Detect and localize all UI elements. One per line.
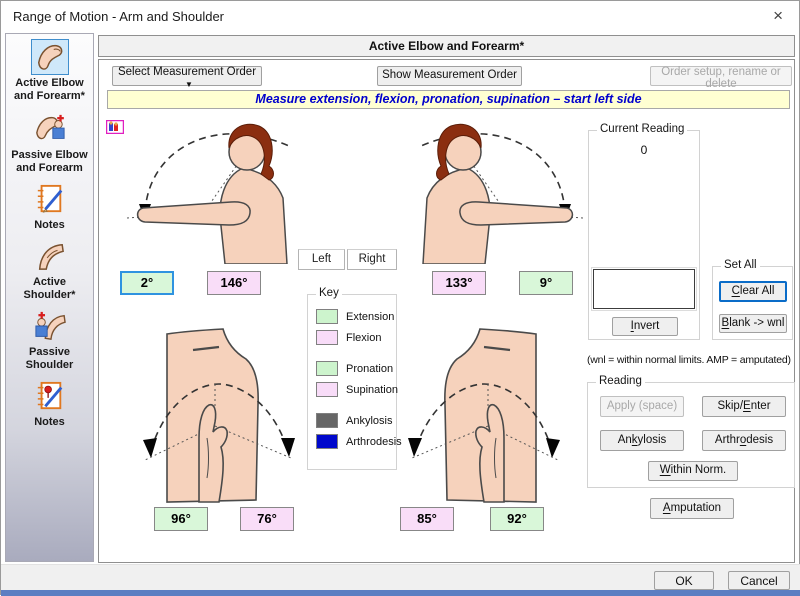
current-reading-title: Current Reading [597, 123, 688, 135]
instruction-banner: Measure extension, flexion, pronation, s… [107, 90, 790, 109]
pronation-swatch [316, 361, 338, 376]
measurement-pronation-right[interactable]: 92° [490, 507, 544, 531]
sidebar-item-notes-elbow[interactable]: Notes [6, 181, 93, 232]
sidebar-item-notes-shoulder[interactable]: Notes [6, 378, 93, 429]
passive-elbow-icon [31, 111, 69, 147]
invert-button[interactable]: Invert [612, 317, 678, 336]
key-item-supination: Supination [316, 382, 398, 397]
sidebar-item-passive-elbow-forearm[interactable]: Passive Elbow and Forearm [6, 111, 93, 175]
close-icon[interactable]: × [773, 6, 783, 25]
sidebar-item-label: Active Elbow and Forearm* [14, 77, 85, 102]
sidebar-item-active-elbow-forearm[interactable]: Active Elbow and Forearm* [6, 39, 93, 103]
measurement-supination-right[interactable]: 85° [400, 507, 454, 531]
key-legend: Key Extension Flexion Pronation Supin [307, 287, 402, 470]
section-title: Active Elbow and Forearm* [98, 35, 795, 57]
measurement-pronation-left[interactable]: 96° [154, 507, 208, 531]
flexion-swatch [316, 330, 338, 345]
tab-right[interactable]: Right [347, 249, 397, 270]
extension-swatch [316, 309, 338, 324]
window-bottom-edge [1, 590, 800, 596]
sidebar-item-label: Notes [34, 415, 65, 428]
measurement-extension-right[interactable]: 9° [519, 271, 573, 295]
ankylosis-swatch [316, 413, 338, 428]
sidebar-item-label: Notes [34, 218, 65, 231]
ankylosis-button[interactable]: Ankylosis [600, 430, 684, 451]
mini-figures-icon[interactable] [106, 120, 124, 134]
right-forearm-rotation-figure [406, 327, 562, 504]
blank-to-wnl-button[interactable]: Blank -> wnl [719, 314, 787, 333]
passive-shoulder-icon [31, 308, 69, 344]
arthrodesis-button[interactable]: Arthrodesis [702, 430, 786, 451]
sidebar-item-label: Passive Elbow and Forearm [11, 148, 88, 174]
sidebar-item-passive-shoulder[interactable]: Passive Shoulder [6, 308, 93, 372]
cancel-button[interactable]: Cancel [728, 571, 790, 590]
left-arm-extension-figure [126, 123, 290, 264]
sidebar-item-label: Passive Shoulder [25, 345, 74, 371]
current-reading-value: 0 [640, 143, 648, 157]
reading-title: Reading [596, 375, 645, 387]
current-reading-input[interactable] [591, 267, 697, 311]
apply-button[interactable]: Apply (space) [600, 396, 684, 417]
titlebar: Range of Motion - Arm and Shoulder × [1, 1, 799, 31]
set-all-group: Set All Clear All Blank -> wnl [712, 259, 793, 340]
measurement-extension-left[interactable]: 2° [120, 271, 174, 295]
notes-pin-icon [31, 378, 69, 414]
key-title: Key [316, 287, 342, 299]
sidebar: Active Elbow and Forearm* Passive Elbow … [5, 33, 94, 562]
measurement-supination-left[interactable]: 76° [240, 507, 294, 531]
key-item-pronation: Pronation [316, 361, 396, 376]
main-panel: Select Measurement Order ▼ Show Measurem… [98, 59, 795, 563]
key-item-extension: Extension [316, 309, 396, 324]
select-measurement-order-button[interactable]: Select Measurement Order ▼ [112, 66, 262, 89]
shoulder-icon [31, 238, 69, 274]
footer-bar: OK Cancel [1, 564, 800, 590]
left-forearm-rotation-figure [141, 327, 297, 504]
measurement-flexion-right[interactable]: 133° [432, 271, 486, 295]
key-item-flexion: Flexion [316, 330, 396, 345]
amputation-button[interactable]: Amputation [650, 498, 734, 519]
wnl-note: (wnl = within normal limits. AMP = amput… [587, 354, 791, 366]
ok-button[interactable]: OK [654, 571, 714, 590]
reading-group: Reading Apply (space) Skip/Enter Ankylos… [587, 375, 795, 488]
elbow-icon [30, 39, 69, 75]
chevron-down-icon: ▼ [185, 79, 193, 89]
sidebar-item-label: Active Shoulder* [23, 275, 76, 301]
current-reading-group: Current Reading 0 Invert [588, 123, 700, 340]
skip-enter-button[interactable]: Skip/Enter [702, 396, 786, 417]
notes-icon [31, 181, 69, 217]
key-item-arthrodesis: Arthrodesis [316, 434, 402, 449]
order-setup-button[interactable]: Order setup, rename or delete [650, 66, 792, 89]
tab-left[interactable]: Left [298, 249, 345, 270]
show-measurement-order-button[interactable]: Show Measurement Order [377, 66, 522, 86]
arthrodesis-swatch [316, 434, 338, 449]
measurement-flexion-left[interactable]: 146° [207, 271, 261, 295]
clear-all-button[interactable]: Clear All [719, 281, 787, 302]
right-arm-extension-figure [420, 123, 584, 264]
within-norm-button[interactable]: Within Norm. [648, 461, 738, 481]
key-item-ankylosis: Ankylosis [316, 413, 396, 428]
window-title: Range of Motion - Arm and Shoulder [13, 9, 225, 24]
set-all-title: Set All [721, 259, 760, 271]
sidebar-item-active-shoulder[interactable]: Active Shoulder* [6, 238, 93, 302]
supination-swatch [316, 382, 338, 397]
